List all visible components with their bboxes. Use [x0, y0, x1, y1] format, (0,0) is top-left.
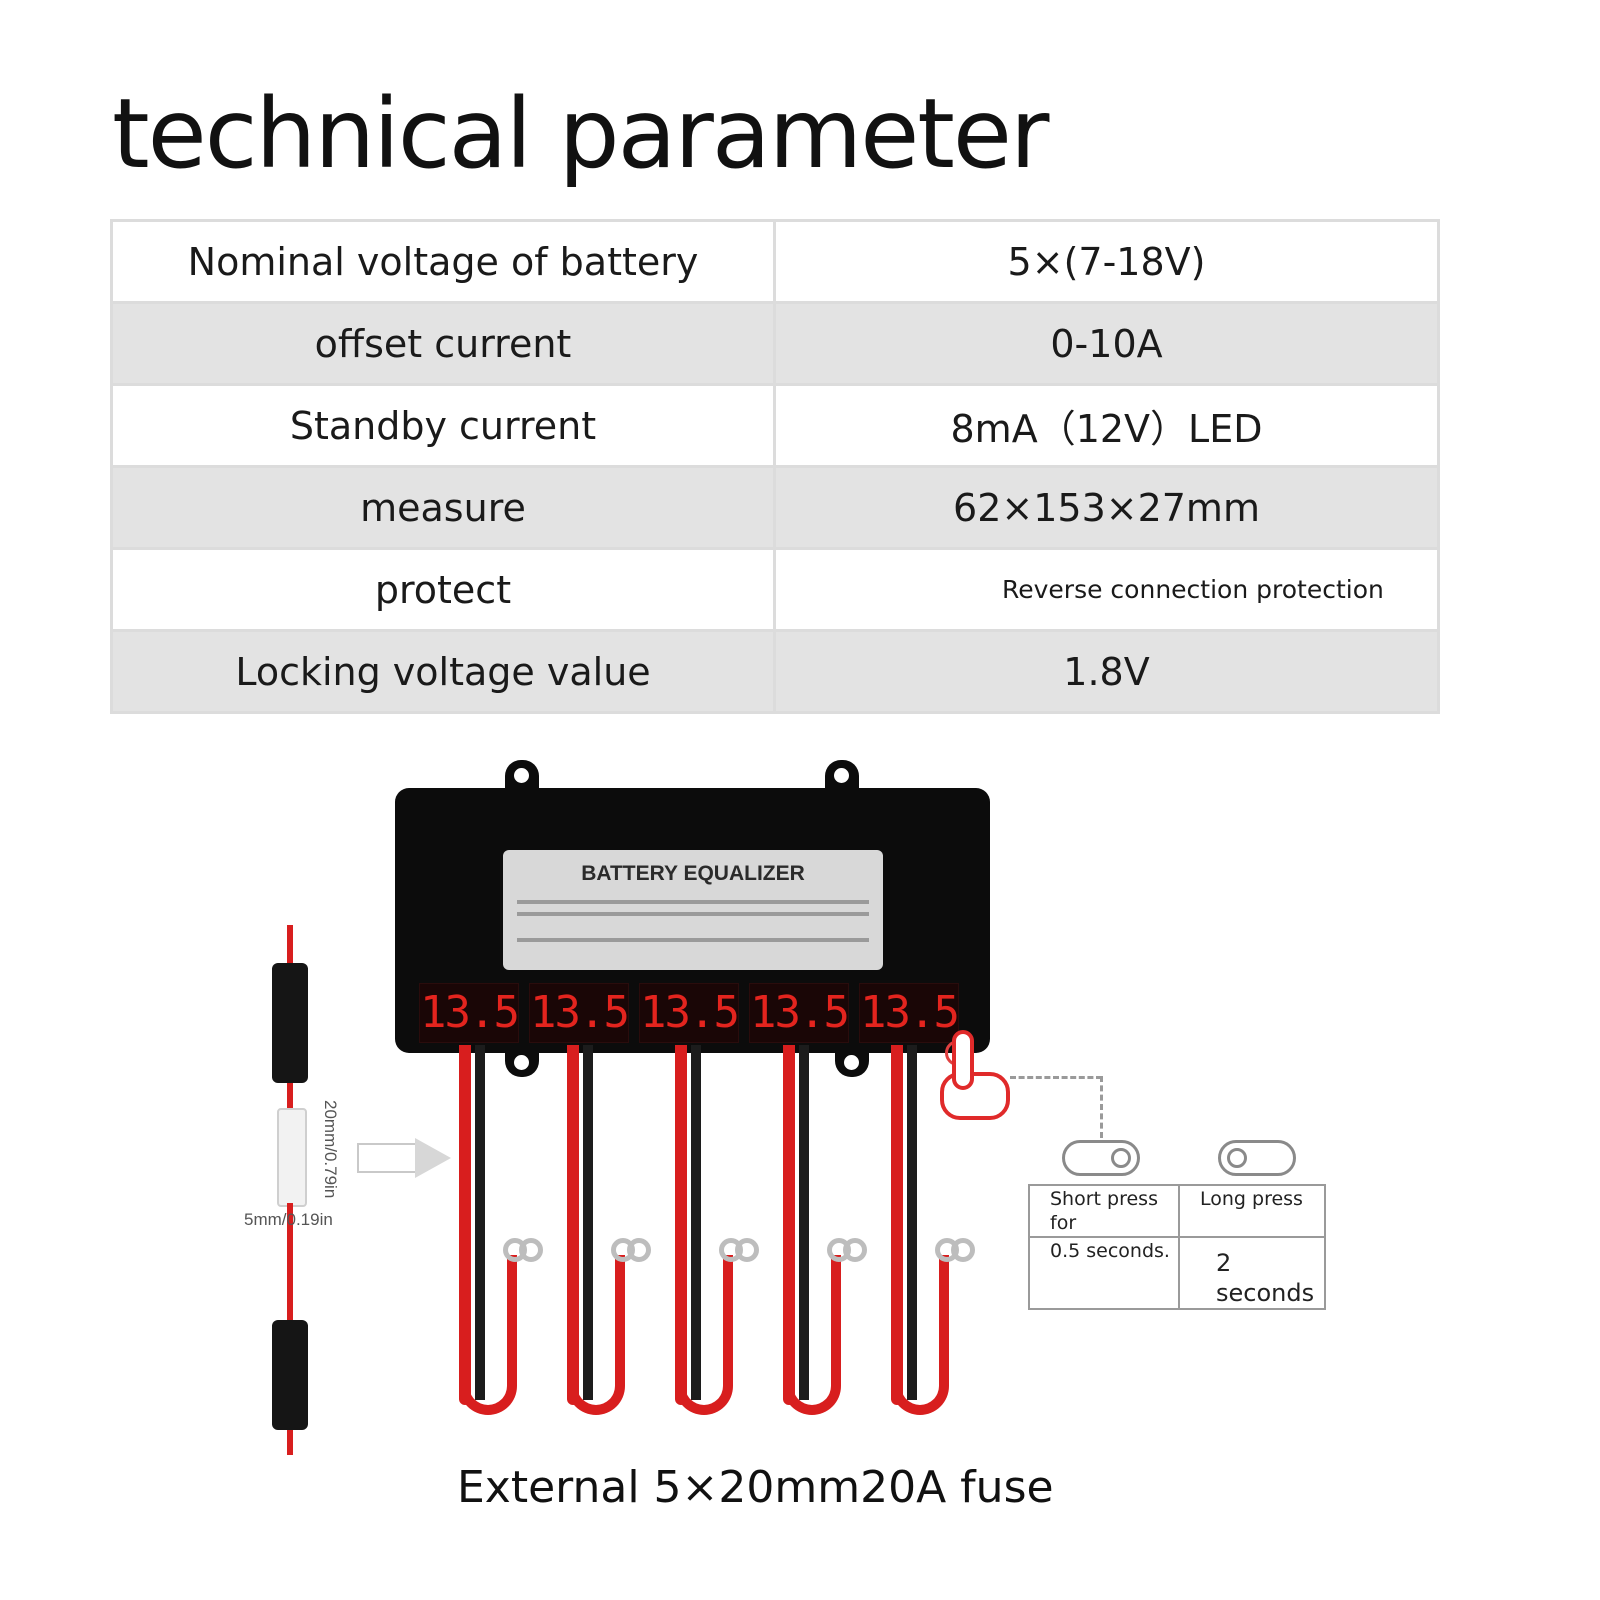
short-press-duration: 0.5 seconds.: [1050, 1240, 1170, 1262]
table-row: protect Reverse connection protection: [110, 547, 1440, 632]
red-wire: [723, 1255, 733, 1375]
led-readout: 13.5: [419, 983, 520, 1043]
press-cell: 2 seconds: [1178, 1236, 1326, 1310]
spec-value: 5×(7-18V): [773, 219, 1440, 304]
red-wire: [783, 1045, 795, 1405]
long-press-duration: 2 seconds: [1216, 1249, 1315, 1307]
red-wire: [891, 1045, 903, 1405]
mount-foot: [505, 1045, 539, 1077]
ring-terminal-icon: [735, 1238, 759, 1262]
red-wire: [831, 1255, 841, 1375]
black-wire: [583, 1045, 593, 1400]
table-row: Standby current 8mA（12V）LED: [110, 383, 1440, 468]
wire-loop: [675, 1345, 733, 1415]
hand-pointer-icon: [930, 1030, 1010, 1120]
battery-equalizer-device: BATTERY EQUALIZER 13.5 13.5 13.5 13.5 13…: [395, 760, 990, 1077]
arrow-head-icon: [415, 1138, 451, 1178]
wire-loop: [567, 1345, 625, 1415]
spec-key: Standby current: [110, 383, 776, 468]
red-wire: [507, 1255, 517, 1375]
table-row: Nominal voltage of battery 5×(7-18V): [110, 219, 1440, 304]
ring-terminal-icon: [627, 1238, 651, 1262]
fuse-wire: [287, 1203, 293, 1323]
fuse-caption: External 5×20mm20A fuse: [457, 1462, 1054, 1513]
fuse-wire: [287, 925, 293, 965]
long-press-toggle-icon: [1218, 1140, 1296, 1176]
press-cell: 0.5 seconds.: [1028, 1236, 1180, 1310]
table-row: Short press for Long press: [1028, 1184, 1326, 1238]
red-wire: [615, 1255, 625, 1375]
spec-table: Nominal voltage of battery 5×(7-18V) off…: [110, 219, 1440, 714]
wire-pair: [671, 1045, 759, 1425]
table-row: measure 62×153×27mm: [110, 465, 1440, 550]
ring-terminal-icon: [843, 1238, 867, 1262]
fuse-wire: [287, 1430, 293, 1455]
spec-key: measure: [110, 465, 776, 550]
device-label-plate: BATTERY EQUALIZER: [503, 850, 883, 970]
red-wire: [675, 1045, 687, 1405]
fuse-wire: [287, 1083, 293, 1108]
arrow-icon: [357, 1143, 417, 1173]
fine-print-line: [517, 900, 869, 904]
black-wire: [691, 1045, 701, 1400]
short-press-toggle-icon: [1062, 1140, 1140, 1176]
spec-key: protect: [110, 547, 776, 632]
toggle-knob: [1111, 1148, 1131, 1168]
spec-value: 8mA（12V）LED: [773, 383, 1440, 468]
mount-foot: [835, 1045, 869, 1077]
dashed-connector: [1100, 1076, 1103, 1138]
wire-pair: [779, 1045, 867, 1425]
press-instructions-table: Short press for Long press 0.5 seconds. …: [1028, 1184, 1326, 1310]
wire-pair: [887, 1045, 975, 1425]
spec-key: offset current: [110, 301, 776, 386]
short-press-label: Short press for: [1050, 1188, 1158, 1234]
table-row: offset current 0-10A: [110, 301, 1440, 386]
red-wire: [939, 1255, 949, 1375]
glass-fuse: [277, 1108, 307, 1207]
fine-print-line: [517, 938, 869, 942]
fuse-holder-illustration: [265, 925, 315, 1455]
dashed-connector: [1010, 1076, 1102, 1079]
spec-value: 1.8V: [773, 629, 1440, 714]
ring-terminal-icon: [951, 1238, 975, 1262]
led-readout: 13.5: [639, 983, 740, 1043]
wire-pair: [563, 1045, 651, 1425]
long-press-label: Long press: [1200, 1188, 1303, 1210]
black-wire: [907, 1045, 917, 1400]
led-readout: 13.5: [859, 983, 960, 1043]
device-label: BATTERY EQUALIZER: [581, 862, 805, 885]
black-wire: [475, 1045, 485, 1400]
spec-key: Locking voltage value: [110, 629, 776, 714]
wire-loop: [783, 1345, 841, 1415]
toggle-knob: [1227, 1148, 1247, 1168]
red-wire: [567, 1045, 579, 1405]
fuse-holder-bottom: [272, 1320, 308, 1430]
red-wire: [459, 1045, 471, 1405]
press-cell: Short press for: [1028, 1184, 1180, 1238]
led-readouts: 13.5 13.5 13.5 13.5 13.5: [419, 983, 960, 1043]
table-row: 0.5 seconds. 2 seconds: [1028, 1236, 1326, 1310]
fuse-length-label: 20mm/0.79in: [321, 1100, 340, 1199]
page-title: technical parameter: [112, 78, 1049, 190]
device-body: BATTERY EQUALIZER 13.5 13.5 13.5 13.5 13…: [395, 788, 990, 1066]
spec-value: Reverse connection protection: [773, 547, 1440, 632]
spec-key: Nominal voltage of battery: [110, 219, 776, 304]
black-wire: [799, 1045, 809, 1400]
hand-palm: [940, 1072, 1010, 1120]
wire-pair: [455, 1045, 543, 1425]
table-row: Locking voltage value 1.8V: [110, 629, 1440, 714]
ring-terminal-icon: [519, 1238, 543, 1262]
fine-print-line: [517, 912, 869, 916]
hand-finger: [952, 1030, 974, 1090]
press-cell: Long press: [1178, 1184, 1326, 1238]
spec-value: 0-10A: [773, 301, 1440, 386]
fuse-width-label: 5mm/0.19in: [244, 1210, 333, 1229]
wire-loop: [891, 1345, 949, 1415]
led-readout: 13.5: [749, 983, 850, 1043]
wire-loop: [459, 1345, 517, 1415]
cable-harness: [455, 1045, 995, 1445]
fuse-holder-top: [272, 963, 308, 1083]
led-readout: 13.5: [529, 983, 630, 1043]
spec-value: 62×153×27mm: [773, 465, 1440, 550]
